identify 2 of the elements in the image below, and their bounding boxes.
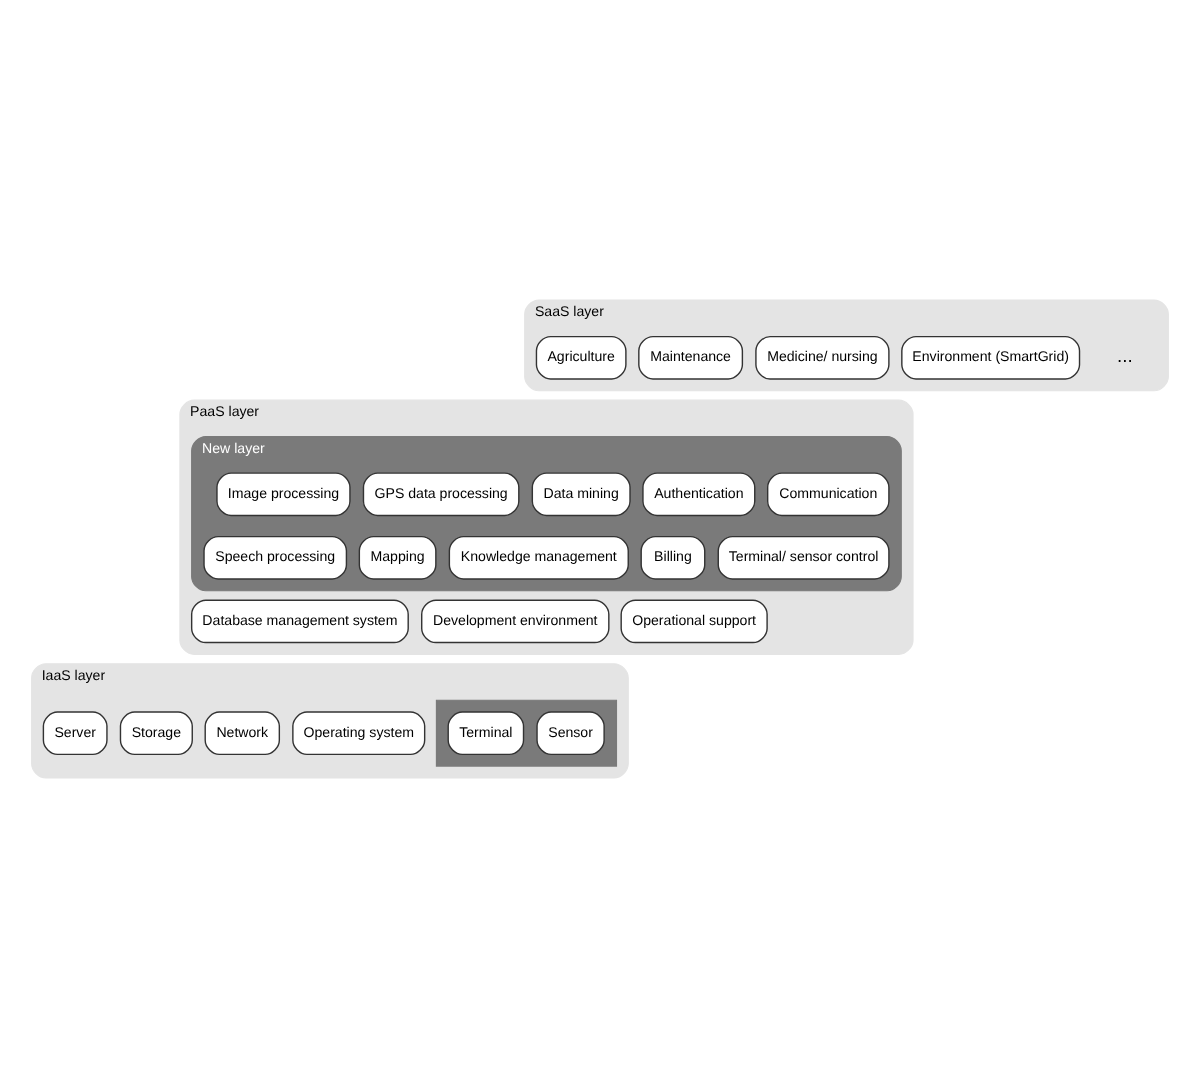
label: ... [1116,344,1133,367]
cluster [435,699,618,767]
